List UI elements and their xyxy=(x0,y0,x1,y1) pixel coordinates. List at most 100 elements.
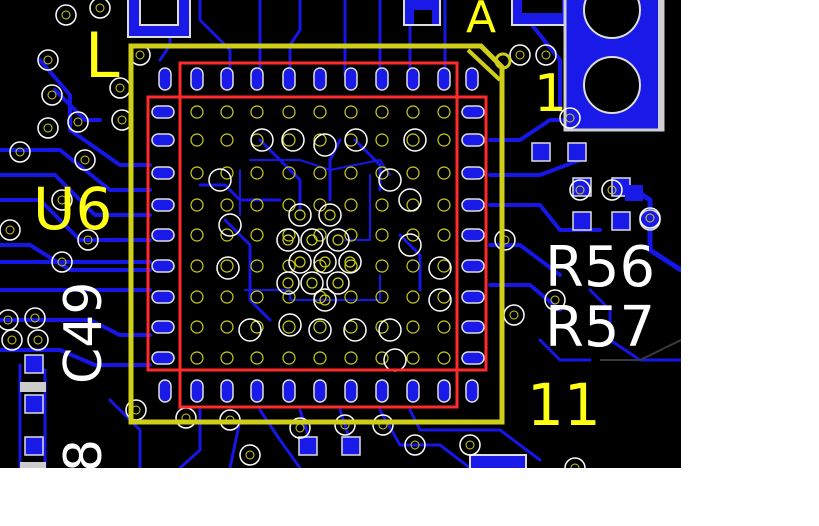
via-drill xyxy=(541,50,551,60)
via-drill xyxy=(607,185,617,195)
qfn-ball xyxy=(344,166,358,180)
pcb-canvas[interactable]: L A 1 U6 11 C49 8 R56 R57 xyxy=(0,0,681,468)
qfn-ball xyxy=(324,209,336,221)
via xyxy=(51,251,73,273)
mounting-pad xyxy=(583,56,641,114)
via xyxy=(334,414,356,436)
label-designator-c49: C49 xyxy=(54,281,114,384)
qfn-pad xyxy=(282,67,296,91)
trace xyxy=(228,418,242,468)
qfn-pad xyxy=(158,379,172,403)
via-ring xyxy=(278,313,302,337)
qfn-pad xyxy=(344,379,358,403)
trace xyxy=(249,159,391,176)
via xyxy=(289,417,311,439)
qfn-ball xyxy=(344,228,358,242)
via-drill xyxy=(115,83,125,93)
qfn-pad xyxy=(461,166,485,180)
via xyxy=(544,289,566,311)
pad-connector-inner xyxy=(522,0,562,13)
qfn-pad xyxy=(313,379,327,403)
via-drill xyxy=(135,50,145,60)
pad-connector-inner xyxy=(414,10,432,24)
trace xyxy=(488,158,582,177)
qfn-ball xyxy=(250,166,264,180)
qfn-ball xyxy=(406,320,420,334)
via xyxy=(41,84,63,106)
qfn-pad xyxy=(406,379,420,403)
via xyxy=(37,49,59,71)
qfn-pad xyxy=(151,290,175,304)
qfn-ball xyxy=(190,351,204,365)
via xyxy=(404,434,426,456)
qfn-ball xyxy=(406,259,420,273)
qfn-ball xyxy=(313,105,327,119)
via-drill xyxy=(73,117,83,127)
via xyxy=(372,414,394,436)
via-ring xyxy=(338,250,362,274)
circle-marker-icon xyxy=(494,52,512,70)
trace xyxy=(408,408,542,462)
qfn-ball xyxy=(220,105,234,119)
trace xyxy=(518,8,562,112)
via-drill xyxy=(30,313,40,323)
via-drill xyxy=(295,423,305,433)
qfn-pad xyxy=(461,133,485,147)
qfn-pad xyxy=(158,67,172,91)
via-drill xyxy=(43,123,53,133)
via-drill xyxy=(117,115,127,125)
smd-pad xyxy=(20,382,46,392)
trace xyxy=(288,0,302,77)
qfn-pad xyxy=(250,67,264,91)
via-ring xyxy=(343,318,367,342)
qfn-ball xyxy=(282,198,296,212)
via xyxy=(239,444,261,466)
qfn-ball xyxy=(375,320,389,334)
board-edge-line xyxy=(658,0,664,130)
label-pin-1: 1 xyxy=(534,64,568,124)
qfn-pad xyxy=(461,320,485,334)
qfn-ball xyxy=(437,133,451,147)
trace xyxy=(0,348,152,367)
qfn-ball xyxy=(250,198,264,212)
qfn-ball xyxy=(250,228,264,242)
via-ring xyxy=(308,318,332,342)
qfn-ball xyxy=(313,320,327,334)
via xyxy=(37,117,59,139)
qfn-pad xyxy=(190,67,204,91)
via xyxy=(494,229,516,251)
via-drill xyxy=(515,50,525,60)
trace xyxy=(53,88,102,122)
via-ring xyxy=(378,168,402,192)
via-drill xyxy=(61,10,71,20)
via xyxy=(503,304,525,326)
pcb-drawing[interactable] xyxy=(0,0,681,468)
via xyxy=(67,111,89,133)
via-ring xyxy=(403,128,427,152)
via-drill xyxy=(645,213,655,223)
trace xyxy=(538,338,592,362)
trace xyxy=(0,198,152,242)
trace xyxy=(328,138,342,202)
via xyxy=(639,209,661,231)
via xyxy=(601,179,623,201)
qfn-ball xyxy=(250,105,264,119)
via xyxy=(175,407,197,429)
via-drill xyxy=(57,195,67,205)
via xyxy=(9,141,31,163)
qfn-ball xyxy=(190,290,204,304)
silkscreen-body xyxy=(128,43,505,425)
via xyxy=(535,44,557,66)
qfn-pad xyxy=(461,198,485,212)
via-drill xyxy=(57,257,67,267)
board-outline xyxy=(600,339,681,361)
smd-pad xyxy=(625,185,643,201)
via-ring xyxy=(313,133,337,157)
via xyxy=(569,179,591,201)
qfn-pad xyxy=(461,351,485,365)
trace xyxy=(378,408,472,468)
qfn-ball xyxy=(282,320,296,334)
pad-connector xyxy=(469,454,527,468)
via-ring xyxy=(250,128,274,152)
via xyxy=(0,219,21,241)
